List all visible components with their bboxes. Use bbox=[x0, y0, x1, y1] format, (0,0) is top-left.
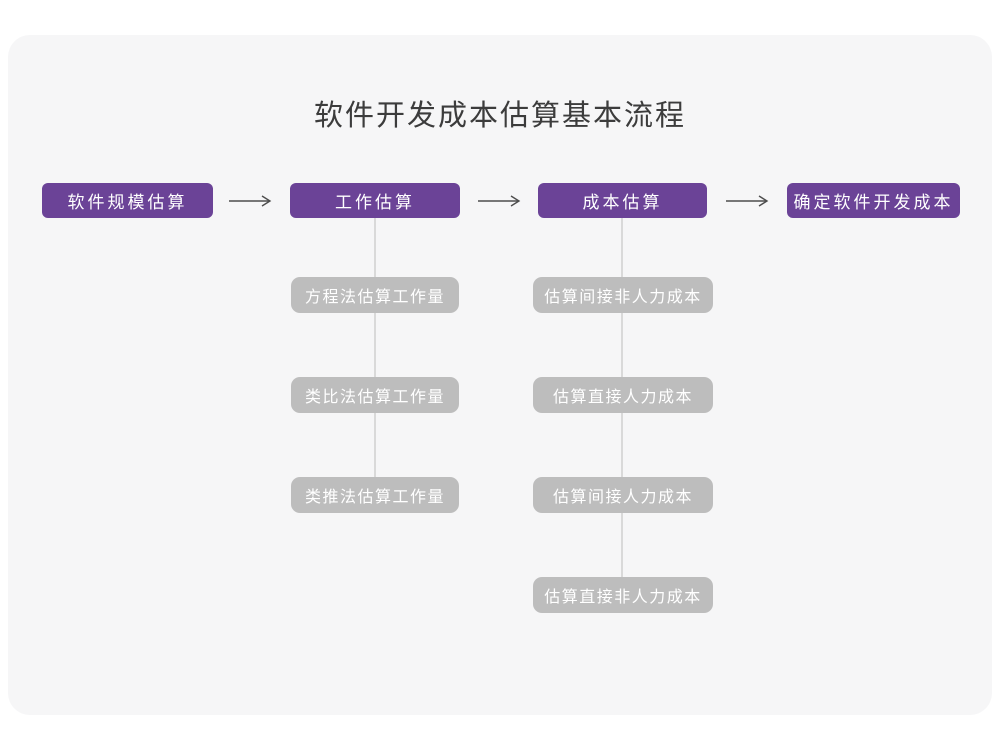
stage-node-cost-estimation: 成本估算 bbox=[538, 183, 707, 218]
sub-node-analogy-method: 类比法估算工作量 bbox=[291, 377, 459, 413]
sub-node-indirect-nonlabor-cost: 估算间接非人力成本 bbox=[533, 277, 713, 313]
arrow-right-icon bbox=[478, 195, 521, 207]
sub-node-extrapolation-method: 类推法估算工作量 bbox=[291, 477, 459, 513]
arrow-right-icon bbox=[229, 195, 272, 207]
diagram-card bbox=[8, 35, 992, 715]
sub-node-direct-labor-cost: 估算直接人力成本 bbox=[533, 377, 713, 413]
stage-node-determine-dev-cost: 确定软件开发成本 bbox=[787, 183, 960, 218]
connector-line-work bbox=[374, 217, 376, 496]
sub-node-direct-nonlabor-cost: 估算直接非人力成本 bbox=[533, 577, 713, 613]
sub-node-indirect-labor-cost: 估算间接人力成本 bbox=[533, 477, 713, 513]
stage-node-work-estimation: 工作估算 bbox=[290, 183, 460, 218]
sub-node-equation-method: 方程法估算工作量 bbox=[291, 277, 459, 313]
stage-node-software-scale-estimation: 软件规模估算 bbox=[42, 183, 213, 218]
diagram-title: 软件开发成本估算基本流程 bbox=[313, 100, 686, 132]
arrow-right-icon bbox=[726, 195, 769, 207]
